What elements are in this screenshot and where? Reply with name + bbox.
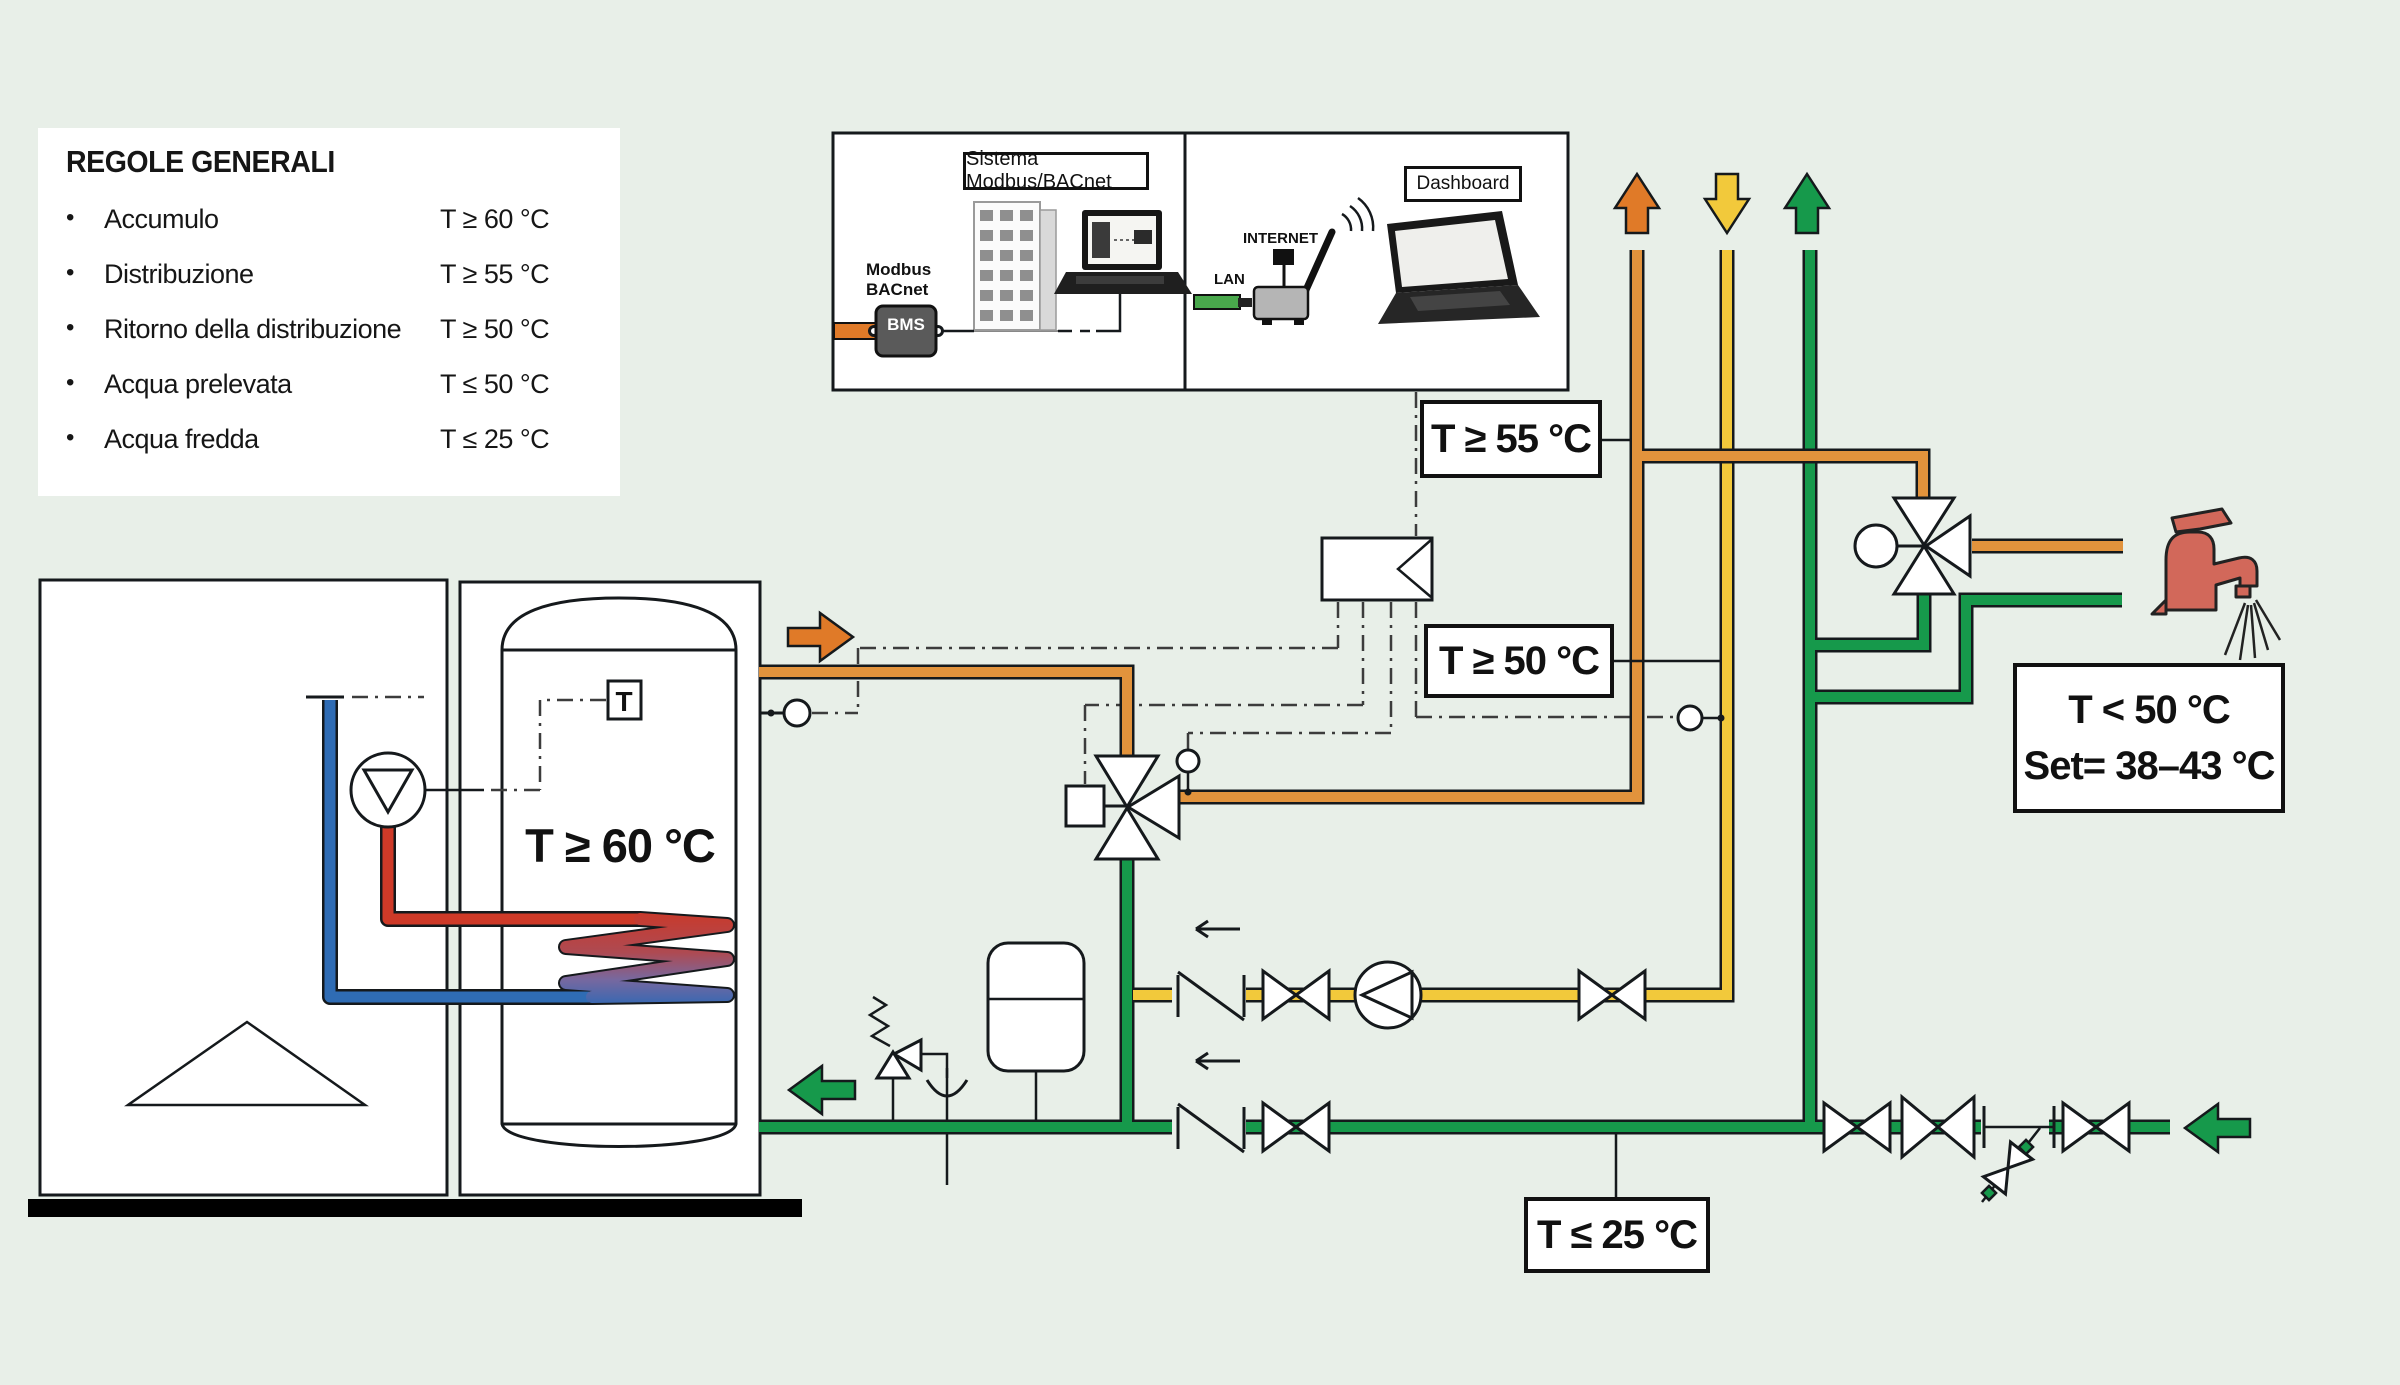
pipe-hot-water-orange bbox=[759, 250, 2123, 805]
bullet-icon: • bbox=[66, 424, 74, 452]
dashboard-title: Dashboard bbox=[1404, 166, 1522, 202]
shutoff-valve-recirc-1 bbox=[1261, 968, 1331, 1022]
thermostatic-mixing-valve bbox=[1853, 496, 1972, 596]
rule-label: Distribuzione bbox=[104, 259, 254, 290]
expansion-vessel bbox=[986, 941, 1086, 1120]
tank-thermostat-letter: T bbox=[615, 686, 632, 717]
tmv-thermostat-knob bbox=[1853, 523, 1899, 569]
tank-vessel bbox=[500, 596, 738, 1148]
shutoff-valve-cold-1 bbox=[1261, 1100, 1331, 1154]
tank-heating-coil bbox=[560, 913, 733, 1003]
label-tap-temp: T < 50 °C Set= 38–43 °C bbox=[2013, 663, 2285, 813]
building-icon bbox=[958, 201, 1066, 332]
rule-temp: T ≤ 25 °C bbox=[440, 424, 550, 455]
bms-laptop-icon bbox=[1054, 210, 1192, 333]
boiler-cabinet bbox=[38, 578, 449, 1197]
lan-label: LAN bbox=[1214, 271, 1245, 288]
bullet-icon: • bbox=[66, 314, 74, 342]
water-meter-section bbox=[1981, 1106, 2056, 1148]
bullet-icon: • bbox=[66, 204, 74, 231]
controller-unit bbox=[1320, 536, 1434, 602]
rule-label: Accumulo bbox=[104, 204, 219, 234]
control-line-controller-to-tank-sensor bbox=[812, 602, 1340, 715]
bms-gateway-icon bbox=[833, 304, 974, 358]
recirculation-pump bbox=[1353, 960, 1423, 1030]
mixing-valve-3way bbox=[1064, 748, 1201, 861]
label-tap-temp-line1: T < 50 °C bbox=[2068, 688, 2231, 732]
label-cold-water-temp: T ≤ 25 °C bbox=[1524, 1197, 1710, 1273]
control-line-controller-to-outlet-sensor bbox=[1186, 602, 1393, 749]
tank-thermostat: T bbox=[606, 679, 643, 721]
pipe-recirculation-yellow bbox=[1133, 250, 1735, 1003]
control-line-controller-to-return-sensor bbox=[1414, 602, 1676, 719]
bullet-icon: • bbox=[66, 369, 74, 397]
safety-relief-valve bbox=[867, 995, 949, 1120]
check-valve-recirculation bbox=[1172, 919, 1246, 1022]
arrow-distribution-up bbox=[1612, 171, 1662, 235]
arrow-recirculation-down bbox=[1702, 172, 1752, 236]
rule-row-accumulo: • Accumulo T ≥ 60 °C bbox=[66, 204, 590, 235]
rule-label: Acqua prelevata bbox=[104, 369, 292, 400]
label-leader-lines bbox=[1600, 438, 1722, 1197]
rule-temp: T ≥ 50 °C bbox=[440, 314, 550, 345]
rule-row-fredda: • Acqua fredda T ≤ 25 °C bbox=[66, 424, 590, 455]
drain-test-valve bbox=[1980, 1127, 2041, 1203]
label-return-temp: T ≥ 50 °C bbox=[1424, 624, 1614, 698]
faucet-icon bbox=[2150, 507, 2282, 661]
arrow-tank-return-left bbox=[786, 1063, 857, 1117]
bullet-icon: • bbox=[66, 259, 74, 287]
rule-row-distribuzione: • Distribuzione T ≥ 55 °C bbox=[66, 259, 590, 290]
arrow-cold-inlet-left bbox=[2182, 1101, 2252, 1155]
control-line-tank-thermostat-to-pump bbox=[484, 698, 606, 792]
shutoff-valve-inlet-2 bbox=[1900, 1093, 1976, 1161]
control-lines bbox=[352, 392, 1676, 792]
internet-label: INTERNET bbox=[1243, 230, 1318, 247]
rule-temp: T ≥ 55 °C bbox=[440, 259, 550, 290]
rule-label: Acqua fredda bbox=[104, 424, 259, 455]
flow-arrow-left-icon bbox=[1195, 1051, 1240, 1071]
protocol-line1: Modbus bbox=[866, 260, 932, 279]
shutoff-valve-inlet-3 bbox=[2061, 1100, 2131, 1154]
label-distribution-temp: T ≥ 55 °C bbox=[1420, 400, 1602, 478]
protocol-label: Modbus BACnet bbox=[866, 260, 931, 299]
bms-system-title: Sistema Modbus/BACnet bbox=[963, 148, 1149, 193]
rule-temp: T ≥ 60 °C bbox=[440, 204, 550, 234]
arrow-cold-feed-up bbox=[1782, 171, 1832, 235]
storage-tank-cabinet bbox=[458, 580, 762, 1197]
rule-row-prelevata: • Acqua prelevata T ≤ 50 °C bbox=[66, 369, 590, 400]
router-icon bbox=[1193, 196, 1375, 325]
valve-actuator bbox=[1064, 784, 1106, 828]
shutoff-valve-recirc-2 bbox=[1577, 968, 1647, 1022]
boiler-pump bbox=[349, 751, 484, 829]
rule-label: Ritorno della distribuzione bbox=[104, 314, 402, 345]
rules-title: REGOLE GENERALI bbox=[66, 144, 335, 179]
label-tap-temp-line2: Set= 38–43 °C bbox=[2023, 744, 2276, 788]
protocol-line2: BACnet bbox=[866, 279, 929, 299]
bms-gateway-label: BMS bbox=[887, 315, 925, 334]
dashboard-laptop-icon bbox=[1378, 211, 1540, 324]
sensor-recirc-riser bbox=[1676, 704, 1725, 732]
label-storage-temp: T ≥ 60 °C bbox=[525, 819, 716, 872]
check-valve-cold-main bbox=[1172, 1051, 1246, 1154]
rule-temp: T ≤ 50 °C bbox=[440, 369, 550, 400]
arrow-tank-outlet-right bbox=[786, 610, 856, 664]
flow-arrow-left-icon bbox=[1195, 919, 1240, 939]
rules-panel: REGOLE GENERALI • Accumulo T ≥ 60 °C • D… bbox=[38, 128, 620, 496]
tundish-drain bbox=[925, 1068, 969, 1185]
sensor-valve-outlet bbox=[1175, 748, 1201, 774]
shutoff-valve-inlet-1 bbox=[1822, 1100, 1892, 1154]
boiler-triangle-symbol bbox=[124, 1020, 369, 1107]
rule-row-ritorno: • Ritorno della distribuzione T ≥ 50 °C bbox=[66, 314, 590, 345]
water-spray-icon bbox=[2223, 599, 2282, 661]
pipe-boiler-primary bbox=[306, 695, 735, 1005]
floor-bar bbox=[28, 1199, 802, 1217]
sensor-tank-wall bbox=[760, 698, 812, 728]
